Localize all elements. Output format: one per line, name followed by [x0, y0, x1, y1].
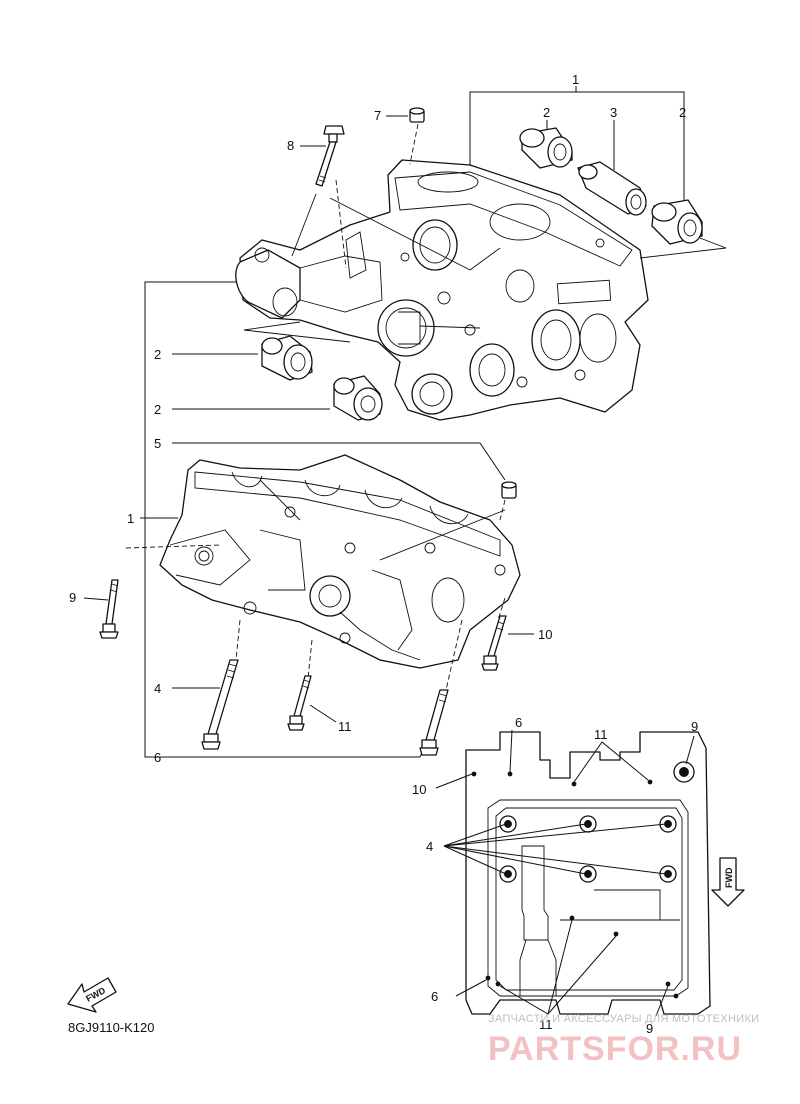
inset-boss-4c — [659, 815, 677, 833]
bottom-view-inset — [435, 729, 711, 1017]
bushing-2-mid-b — [333, 375, 383, 421]
inset-callout-11-top: 11 — [594, 727, 608, 742]
callout-2-top-right: 2 — [679, 105, 686, 120]
inset-callout-6-bottom: 6 — [431, 989, 438, 1004]
inset-callout-10: 10 — [412, 782, 426, 797]
callout-4: 4 — [154, 681, 161, 696]
callout-8: 8 — [287, 138, 294, 153]
inset-boss-4a — [499, 815, 517, 833]
watermark: ЗАПЧАСТИ И АКСЕССУАРЫ ДЛЯ МОТОТЕХНИКИ PA… — [488, 1013, 759, 1068]
inset-fwd-arrow: FWD — [711, 857, 745, 907]
upper-crankcase — [235, 123, 727, 421]
bolt-10 — [481, 615, 507, 671]
callout-11: 11 — [338, 719, 352, 734]
callout-6: 6 — [154, 750, 161, 765]
inset-boss-4b — [579, 815, 597, 833]
watermark-tagline: ЗАПЧАСТИ И АКСЕССУАРЫ ДЛЯ МОТОТЕХНИКИ — [488, 1013, 759, 1025]
callout-9: 9 — [69, 590, 76, 605]
callout-labels: 1 2 3 2 7 8 2 2 5 1 9 10 4 11 6 6 11 9 1… — [69, 72, 698, 1036]
inset-fwd-label: FWD — [724, 867, 734, 888]
bolt-9 — [99, 579, 119, 639]
callout-2-mid-a: 2 — [154, 347, 161, 362]
inset-boss-4d — [499, 865, 517, 883]
callout-2-mid-b: 2 — [154, 402, 161, 417]
diagram-code: 8GJ9110-K120 — [68, 1020, 155, 1035]
dowel-pin-7 — [409, 107, 425, 123]
lower-crankcase — [125, 454, 521, 691]
inset-boss-4e — [579, 865, 597, 883]
callout-3: 3 — [610, 105, 617, 120]
bolt-8 — [315, 125, 345, 187]
bolt-6 — [419, 689, 449, 756]
callout-2-top-left: 2 — [543, 105, 550, 120]
callout-10: 10 — [538, 627, 552, 642]
leader-lines — [83, 86, 685, 758]
inset-callout-4: 4 — [426, 839, 433, 854]
inset-callout-9-top: 9 — [691, 719, 698, 734]
callout-1-top: 1 — [572, 72, 579, 87]
bushing-2-top-right — [651, 199, 703, 245]
spacer-3 — [577, 161, 647, 216]
watermark-brand: PARTSFOR.RU — [488, 1030, 742, 1068]
fwd-arrow: FWD — [67, 977, 117, 1013]
inset-callout-11-bottom: 11 — [539, 1017, 553, 1032]
inset-callout-6-top: 6 — [515, 715, 522, 730]
bolt-11 — [287, 675, 312, 731]
bushing-2-top-left — [519, 127, 573, 169]
callout-7: 7 — [374, 108, 381, 123]
bolt-4 — [201, 659, 239, 750]
bushing-2-mid-a — [261, 335, 313, 381]
inset-callout-9-bottom: 9 — [646, 1021, 653, 1036]
dowel-pin-5 — [501, 481, 517, 499]
callout-5: 5 — [154, 436, 161, 451]
inset-boss-4f — [659, 865, 677, 883]
callout-1-left: 1 — [127, 511, 134, 526]
